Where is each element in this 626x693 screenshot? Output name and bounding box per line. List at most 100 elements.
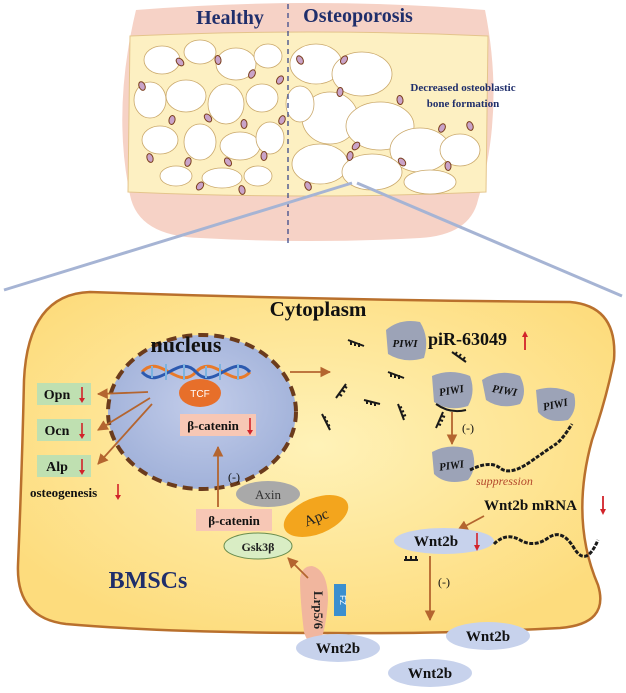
- wnt2b-extracellular-3: [388, 659, 472, 687]
- osteocyte: [278, 115, 286, 125]
- wnt2b-cyto: [394, 528, 494, 554]
- zoom-line-left: [3, 181, 353, 292]
- osteocyte: [304, 181, 312, 191]
- bone-caption-line1: Decreased osteoblastic: [410, 82, 515, 94]
- bone-pore: [207, 83, 245, 125]
- gsk3b-protein: [223, 532, 293, 560]
- osteocyte: [175, 57, 185, 67]
- bone-pore: [291, 143, 349, 185]
- osteocyte: [240, 119, 248, 129]
- piwi-label-3: PIWI: [491, 383, 518, 399]
- marker-alp: Alp: [46, 460, 68, 475]
- apc-protein: [283, 495, 349, 537]
- osteocyte: [351, 141, 361, 151]
- inhibit-label-1: (-): [228, 470, 240, 484]
- bone-pore: [331, 51, 393, 97]
- wnt2b-cyto-label: Wnt2b: [414, 534, 458, 550]
- osteocyte: [438, 123, 446, 133]
- fz-label: FZ: [338, 595, 347, 605]
- osteocyte: [214, 55, 222, 65]
- piwi-label-4: PIWI: [542, 396, 570, 413]
- marker-opn: Opn: [44, 388, 71, 403]
- osteocyte: [296, 55, 304, 65]
- nucleus-label: nucleus: [151, 332, 222, 357]
- bone-section: Healthy Osteoporosis Decreased osteoblas…: [122, 3, 516, 245]
- bone-caption-line2: bone formation: [427, 98, 499, 110]
- dna-helix-icon: [140, 364, 252, 380]
- bone-pore: [403, 169, 457, 195]
- gsk3b-label: Gsk3β: [242, 540, 275, 554]
- piwi-mid-2: PIWI: [482, 372, 524, 407]
- osteocytes: [138, 55, 474, 195]
- osteocyte: [248, 69, 256, 79]
- bone-pore: [183, 39, 217, 65]
- piwi-bound: PIWI: [432, 446, 475, 482]
- beta-catenin-nuclear-label: β-catenin: [187, 418, 239, 433]
- nucleus: [106, 333, 298, 491]
- bmsc-label: BMSCs: [109, 568, 188, 594]
- inhibit-label-2: (-): [462, 421, 474, 435]
- pir-label: piR-63049: [428, 329, 507, 349]
- bone-pore: [439, 133, 481, 167]
- piwi-right: PIWI: [536, 387, 576, 421]
- osteo-markers: Opn Ocn Alp osteogenesis: [30, 383, 121, 500]
- bone-pore: [245, 83, 279, 113]
- axin-protein: [236, 481, 300, 507]
- suppression-label: suppression: [476, 474, 533, 488]
- osteocyte: [336, 87, 344, 97]
- marker-ocn: Ocn: [45, 424, 70, 439]
- mrna-strand-bound: [469, 423, 574, 473]
- bone-pores: [133, 39, 481, 195]
- bone-pore: [285, 85, 315, 123]
- zoom-line-right: [356, 181, 623, 298]
- piwi-label-1: PIWI: [392, 338, 418, 350]
- bone-pore: [219, 131, 261, 161]
- receptor-to-gsk-arrow: [287, 557, 309, 579]
- osteocyte: [146, 153, 154, 163]
- bone-pore: [165, 79, 207, 113]
- bone-pore: [201, 167, 243, 189]
- piwi-label-5: PIWI: [438, 458, 465, 473]
- osteocyte: [260, 151, 268, 161]
- osteocyte: [275, 75, 285, 85]
- nucleus-to-marker-arrows: [96, 388, 153, 465]
- piwi-top: PIWI: [386, 321, 427, 361]
- bone-pore: [141, 125, 179, 155]
- osteocyte: [238, 185, 246, 195]
- bone-pore: [159, 165, 193, 187]
- lrp56-label: Lrp5/6: [311, 591, 326, 630]
- marker-box-opn: [37, 383, 91, 405]
- osteocyte: [168, 115, 176, 125]
- piwi-label-2: PIWI: [438, 383, 465, 399]
- wnt2b-extracellular-label-3: Wnt2b: [408, 666, 452, 682]
- beta-catenin-nuclear-box: [180, 414, 256, 436]
- mrna-strand-free: [492, 533, 600, 558]
- inhibit-label-3: (-): [438, 575, 450, 589]
- marker-box-ocn: [37, 419, 91, 441]
- osteocyte: [396, 95, 404, 105]
- healthy-label: Healthy: [196, 7, 264, 29]
- piwi-mid-1: PIWI: [432, 372, 473, 413]
- osteocyte: [223, 157, 233, 167]
- bone-pore: [255, 121, 285, 155]
- bone-pore: [253, 43, 283, 69]
- beta-catenin-cyto-label: β-catenin: [208, 513, 260, 528]
- osteogenesis-label: osteogenesis: [30, 485, 97, 500]
- osteocyte: [203, 113, 213, 123]
- bone-pore: [133, 81, 167, 119]
- osteocyte: [346, 151, 354, 161]
- tcf-protein: [179, 379, 221, 407]
- wnt2b-extracellular-1: [296, 634, 380, 662]
- osteocyte: [339, 55, 349, 65]
- lrp56-receptor: [300, 566, 328, 646]
- fz-receptor: [334, 584, 346, 616]
- osteocyte: [444, 161, 452, 171]
- axin-label: Axin: [255, 487, 282, 502]
- bone-pore: [183, 123, 217, 161]
- mrna-to-wnt2b-arrow: [457, 515, 485, 531]
- osteoporosis-label: Osteoporosis: [303, 5, 413, 27]
- wnt2b-extracellular-label-2: Wnt2b: [466, 629, 510, 645]
- osteocyte: [195, 181, 205, 191]
